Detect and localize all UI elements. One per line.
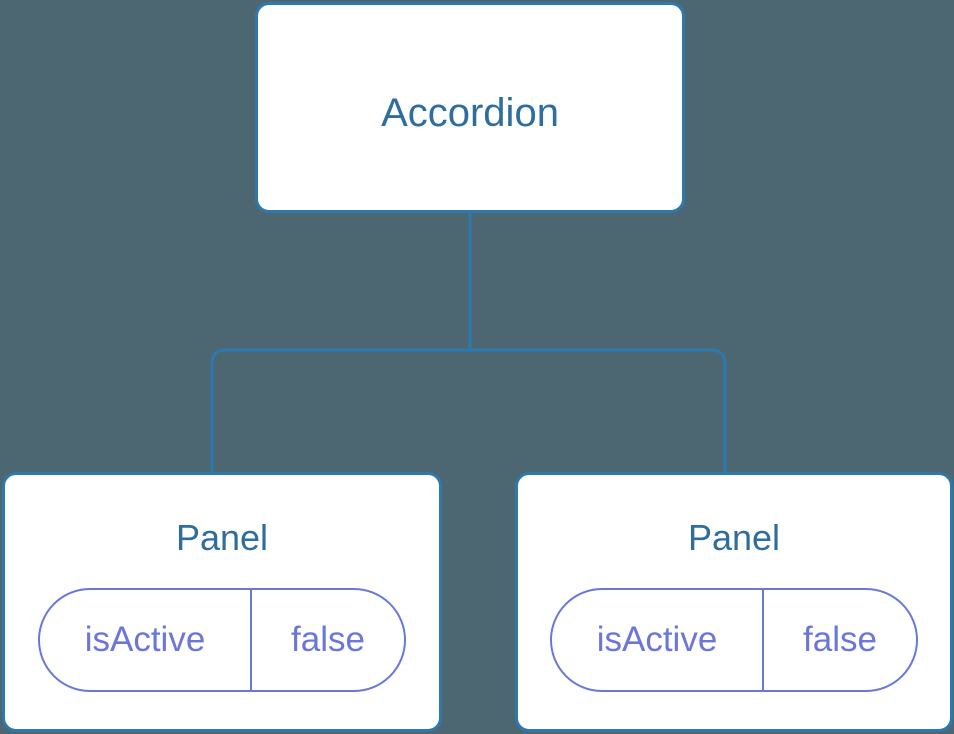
state-value-label: false bbox=[803, 620, 877, 659]
node-accordion-label: Accordion bbox=[381, 91, 559, 135]
node-panel-right-label: Panel bbox=[687, 517, 781, 558]
state-badge-panel-left[interactable]: isActive false bbox=[38, 588, 406, 692]
node-panel-left[interactable]: Panel isActive false bbox=[2, 472, 442, 732]
edge-branch-bus bbox=[210, 348, 727, 472]
node-panel-left-label: Panel bbox=[175, 517, 269, 558]
node-panel-right[interactable]: Panel isActive false bbox=[515, 472, 953, 732]
state-badge-panel-right[interactable]: isActive false bbox=[550, 588, 918, 692]
state-value-label: false bbox=[291, 620, 365, 659]
node-accordion[interactable]: Accordion bbox=[255, 2, 685, 213]
state-key-label: isActive bbox=[40, 590, 252, 690]
state-key-label: isActive bbox=[552, 590, 764, 690]
